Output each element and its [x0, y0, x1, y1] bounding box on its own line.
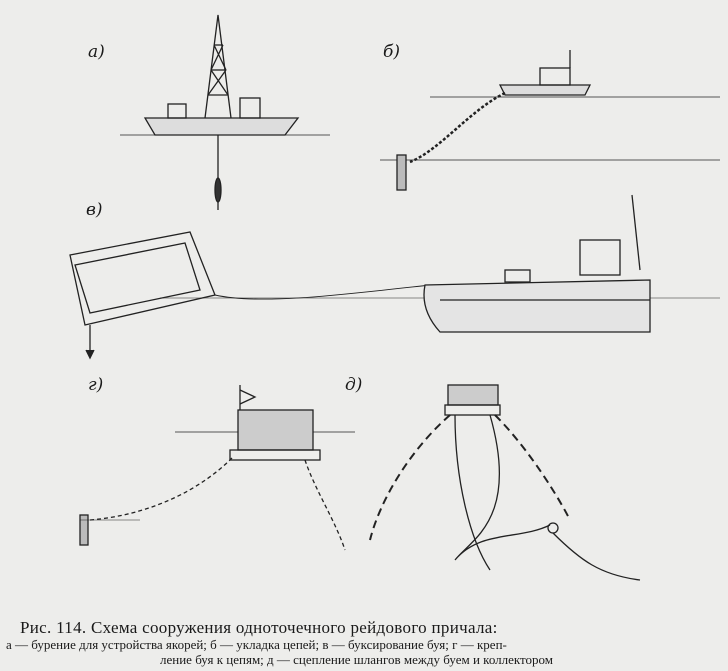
chain-laying-tug [380, 50, 720, 191]
panel-label-d: д) [345, 375, 363, 395]
buoy-towing [69, 194, 720, 360]
caption-legend-line1: а — бурение для устройства якорей; б — у… [6, 637, 507, 652]
panel-label-g: г) [88, 375, 104, 395]
panel-label-b: б) [383, 42, 401, 62]
hose-coupling [369, 384, 641, 581]
panel-label-a: а) [88, 42, 105, 62]
caption-legend-line2: ление буя к цепям; д — сцепление шлангов… [160, 652, 554, 667]
panel-label-v: в) [86, 200, 103, 220]
diagram-figure [69, 14, 720, 581]
figure-caption-title: Рис. 114. Схема сооружения одноточечного… [20, 618, 498, 637]
buoy-attaching [79, 385, 355, 551]
drilling-ship [120, 14, 330, 210]
